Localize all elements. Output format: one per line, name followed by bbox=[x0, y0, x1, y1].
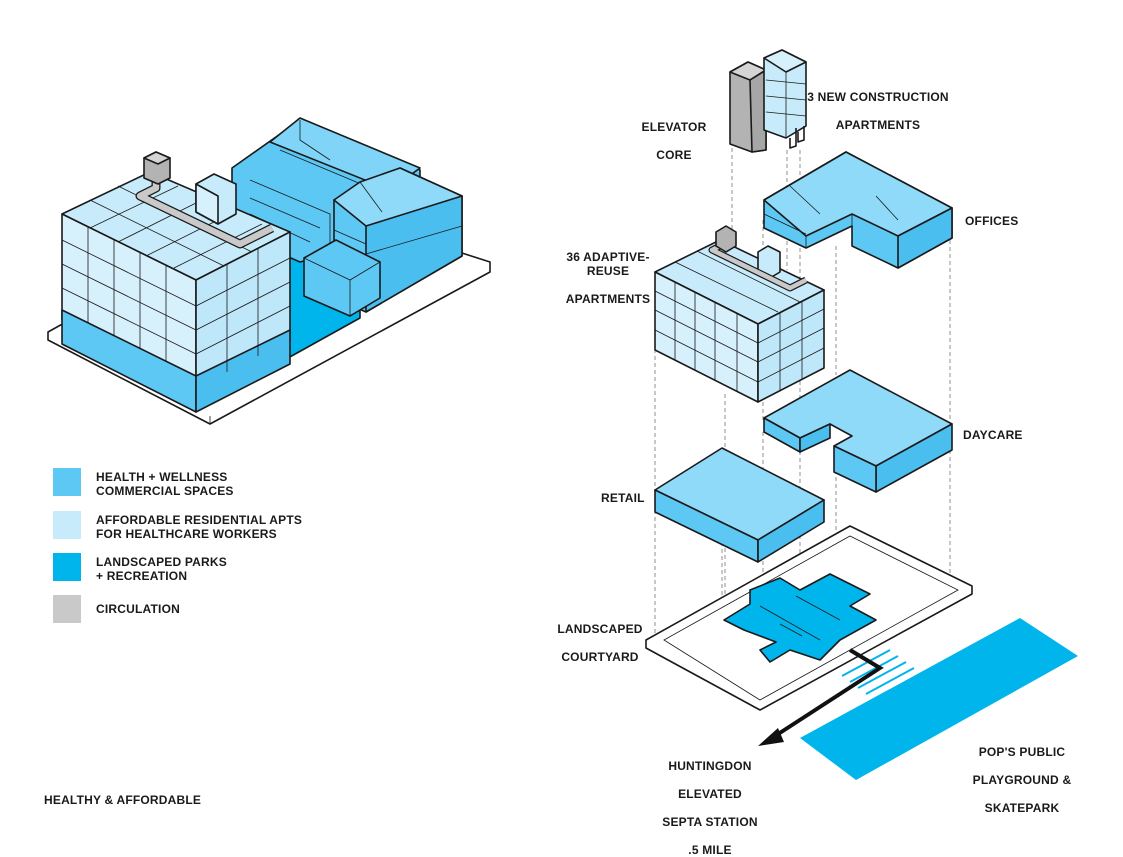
label-adaptive-reuse: 36 ADAPTIVE-REUSE APARTMENTS bbox=[548, 236, 668, 306]
legend-item-parks: LANDSCAPED PARKS+ RECREATION bbox=[53, 553, 353, 585]
label-station-line1: HUNTINGDON bbox=[668, 759, 752, 773]
legend-item-circulation: CIRCULATION bbox=[53, 595, 353, 627]
label-adaptive-reuse-line1: 36 ADAPTIVE-REUSE bbox=[566, 250, 650, 278]
label-station: HUNTINGDON ELEVATED SEPTA STATION .5 MIL… bbox=[652, 745, 768, 857]
new-construction-apartments bbox=[763, 49, 807, 149]
assembled-building bbox=[47, 117, 491, 425]
elevator-core-module bbox=[729, 61, 767, 153]
label-elevator-core-line2: CORE bbox=[656, 148, 692, 162]
legend-label-circulation-line1: CIRCULATION bbox=[96, 602, 180, 616]
legend-label-parks-line2: + RECREATION bbox=[96, 569, 188, 583]
caption: HEALTHY & AFFORDABLE bbox=[44, 793, 202, 807]
label-new-construction-line2: APARTMENTS bbox=[835, 118, 921, 132]
legend-label-parks: LANDSCAPED PARKS+ RECREATION bbox=[96, 555, 227, 583]
legend-label-residential-line2: FOR HEALTHCARE WORKERS bbox=[96, 527, 277, 541]
landscaped-courtyard bbox=[723, 573, 877, 663]
exploded-axonometric bbox=[645, 49, 1078, 780]
legend-label-circulation: CIRCULATION bbox=[96, 602, 180, 616]
label-playground-line2: PLAYGROUND & bbox=[972, 773, 1072, 787]
label-new-construction: 3 NEW CONSTRUCTION APARTMENTS bbox=[806, 76, 950, 132]
label-courtyard: LANDSCAPED COURTYARD bbox=[552, 608, 648, 664]
label-offices: OFFICES bbox=[965, 214, 1019, 228]
label-daycare: DAYCARE bbox=[963, 428, 1023, 442]
offices-block bbox=[763, 151, 953, 269]
label-adaptive-reuse-line2: APARTMENTS bbox=[565, 292, 651, 306]
label-station-line2: ELEVATED bbox=[678, 787, 742, 801]
legend-swatch-residential bbox=[53, 511, 81, 539]
route-to-station-arrow bbox=[770, 648, 884, 740]
label-retail: RETAIL bbox=[601, 491, 645, 505]
label-elevator-core: ELEVATOR CORE bbox=[632, 106, 716, 162]
label-courtyard-line1: LANDSCAPED bbox=[557, 622, 643, 636]
legend-label-commercial-line2: COMMERCIAL SPACES bbox=[96, 484, 234, 498]
daycare-block bbox=[763, 369, 953, 493]
legend-swatch-circulation bbox=[53, 595, 81, 623]
label-playground: POP'S PUBLIC PLAYGROUND & SKATEPARK bbox=[968, 731, 1076, 815]
label-playground-line1: POP'S PUBLIC bbox=[978, 745, 1066, 759]
retail-block bbox=[654, 447, 825, 563]
adaptive-reuse-apartments bbox=[654, 225, 825, 403]
legend-swatch-commercial bbox=[53, 468, 81, 496]
site-plan bbox=[645, 525, 973, 746]
label-playground-line3: SKATEPARK bbox=[984, 801, 1060, 815]
legend-label-parks-line1: LANDSCAPED PARKS bbox=[96, 555, 227, 569]
label-station-line3: SEPTA STATION bbox=[662, 815, 758, 829]
legend-label-residential-line1: AFFORDABLE RESIDENTIAL APTS bbox=[96, 513, 303, 527]
label-station-line4: .5 MILE bbox=[688, 843, 732, 857]
label-new-construction-line1: 3 NEW CONSTRUCTION bbox=[807, 90, 949, 104]
label-elevator-core-line1: ELEVATOR bbox=[641, 120, 707, 134]
legend-label-commercial-line1: HEALTH + WELLNESS bbox=[96, 470, 228, 484]
playground-area bbox=[800, 618, 1078, 780]
legend-swatch-parks bbox=[53, 553, 81, 581]
label-courtyard-line2: COURTYARD bbox=[561, 650, 639, 664]
